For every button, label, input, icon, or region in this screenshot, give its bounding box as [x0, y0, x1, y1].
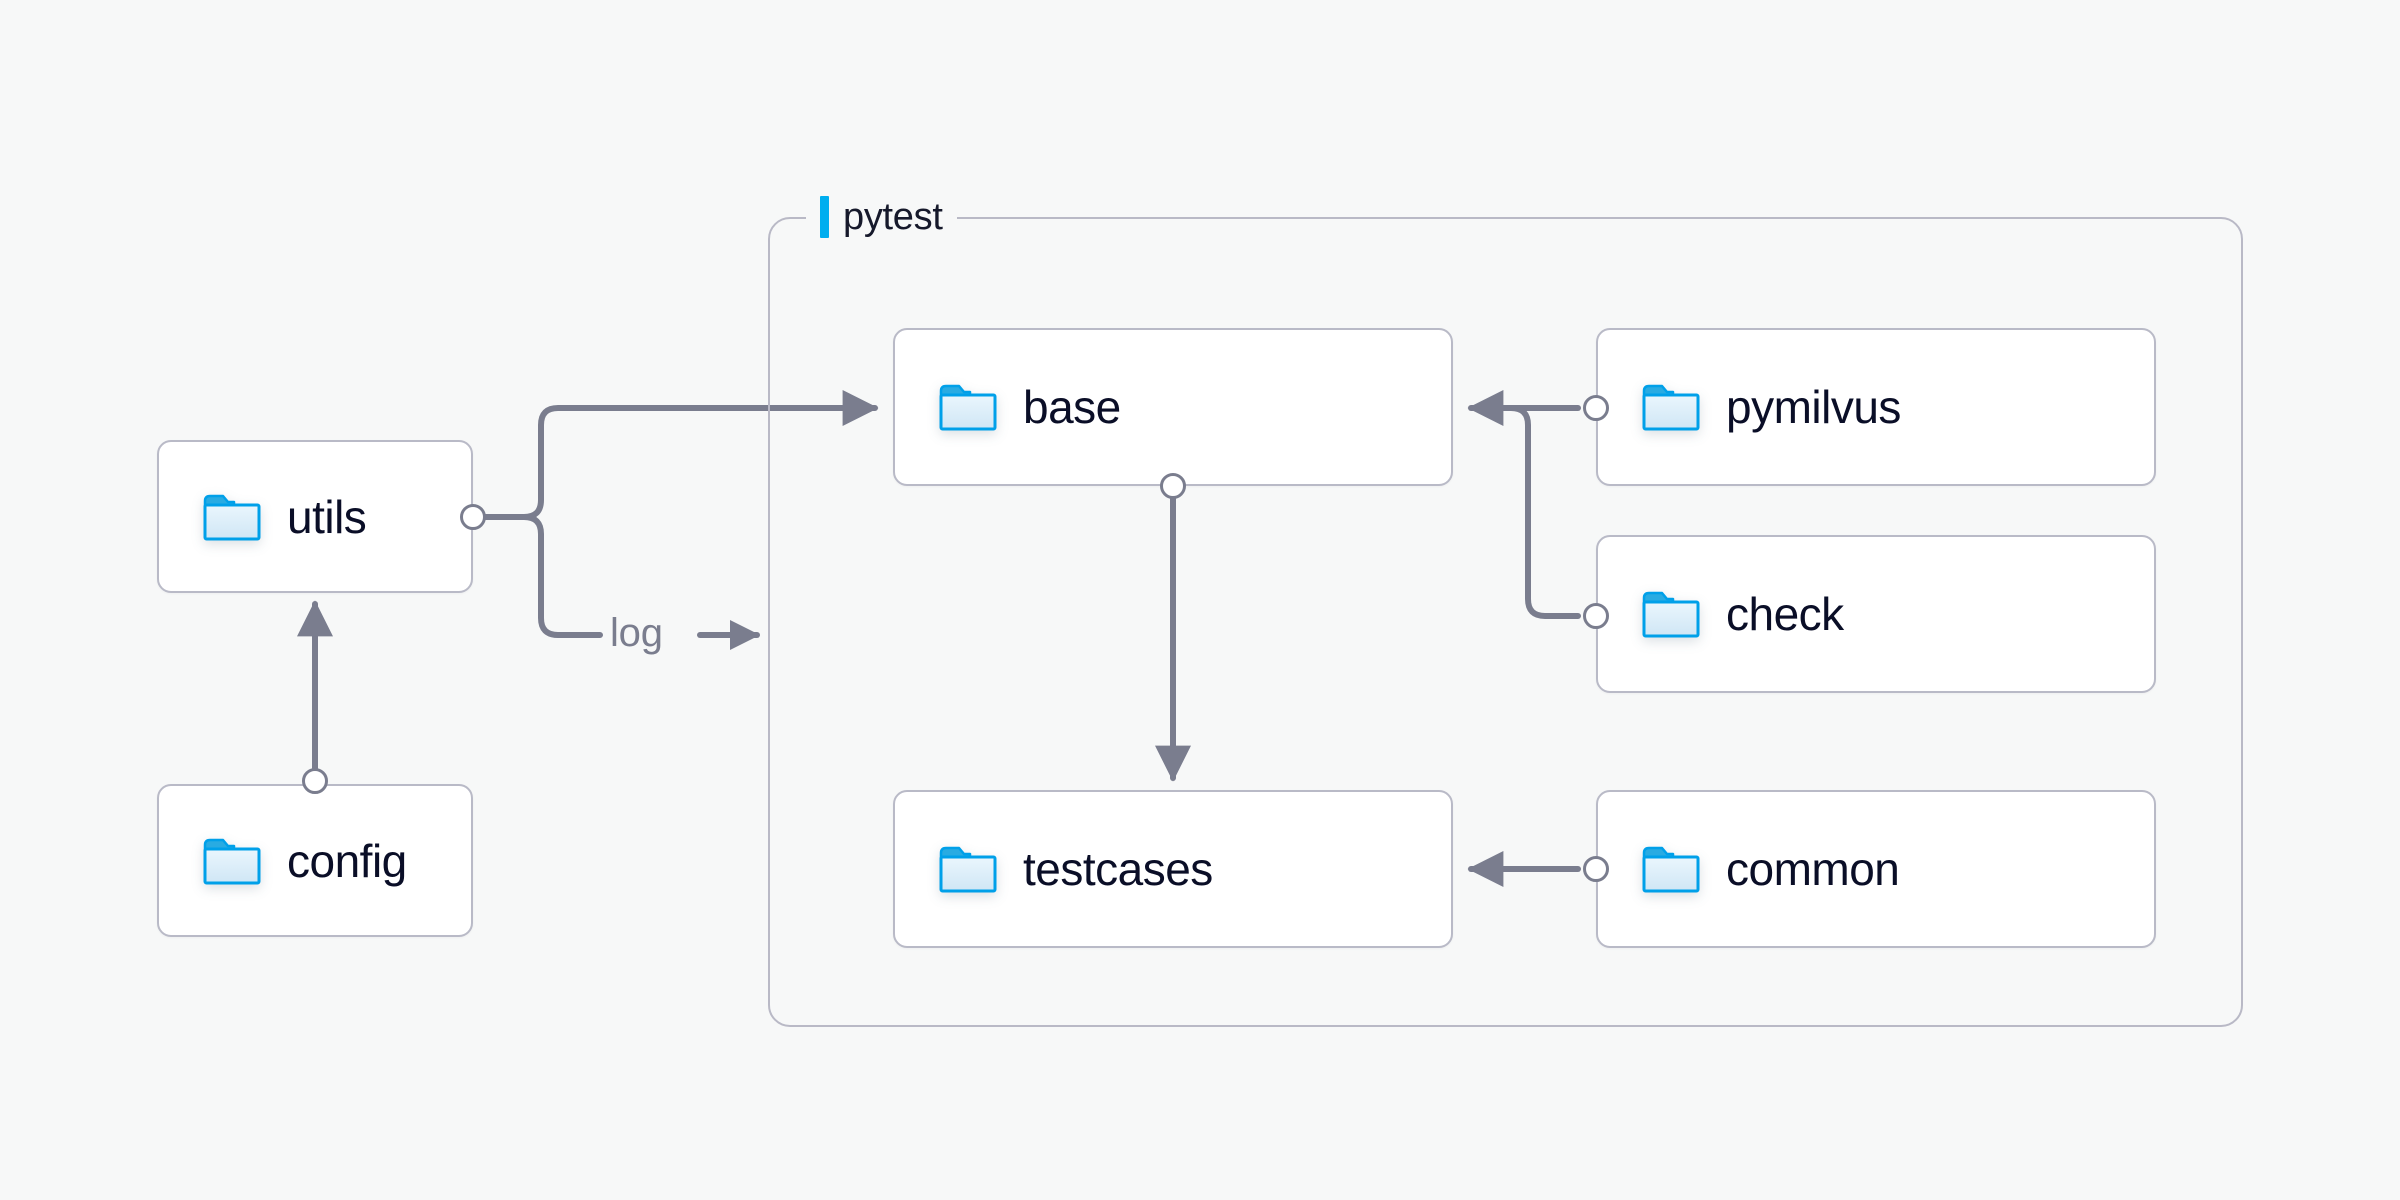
node-common[interactable]: common: [1596, 790, 2156, 948]
port-utils-right[interactable]: [460, 504, 486, 530]
group-label-text: pytest: [843, 195, 943, 238]
group-accent-bar: [820, 196, 829, 238]
group-label-pytest: pytest: [806, 189, 957, 245]
node-label: check: [1726, 588, 1844, 640]
port-utils-bottom[interactable]: [302, 768, 328, 794]
folder-icon: [1642, 844, 1700, 894]
folder-icon: [203, 492, 261, 542]
node-label: testcases: [1023, 843, 1213, 895]
port-common-left[interactable]: [1583, 856, 1609, 882]
node-config[interactable]: config: [157, 784, 473, 937]
group-container-pytest: [768, 217, 2243, 1027]
port-check-left[interactable]: [1583, 603, 1609, 629]
node-label: common: [1726, 843, 1900, 895]
node-testcases[interactable]: testcases: [893, 790, 1453, 948]
folder-icon: [1642, 589, 1700, 639]
folder-icon: [1642, 382, 1700, 432]
node-base[interactable]: base: [893, 328, 1453, 486]
edge-label-log: log: [604, 613, 669, 653]
edge-utils-to-log: [521, 514, 603, 638]
node-utils[interactable]: utils: [157, 440, 473, 593]
node-check[interactable]: check: [1596, 535, 2156, 693]
node-label: base: [1023, 381, 1121, 433]
node-label: utils: [287, 490, 367, 543]
folder-icon: [939, 382, 997, 432]
node-pymilvus[interactable]: pymilvus: [1596, 328, 2156, 486]
folder-icon: [203, 836, 261, 886]
node-label: pymilvus: [1726, 381, 1901, 433]
port-pymilvus-left[interactable]: [1583, 395, 1609, 421]
port-base-bottom[interactable]: [1160, 473, 1186, 499]
folder-icon: [939, 844, 997, 894]
node-label: config: [287, 834, 407, 887]
